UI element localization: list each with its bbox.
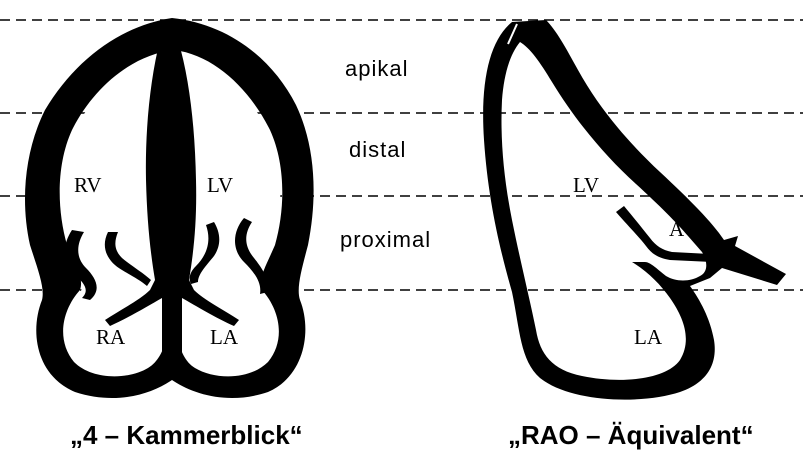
rao-heart: LV A LA (483, 20, 786, 400)
label-ra: RA (96, 325, 126, 349)
label-a: A (669, 217, 685, 241)
caption-rao-equivalent: „RAO – Äquivalent“ (508, 420, 754, 451)
label-lv-four-chamber: LV (207, 173, 233, 197)
label-lv-rao: LV (573, 173, 599, 197)
zone-label-distal: distal (349, 137, 406, 162)
label-la-four-chamber: LA (210, 325, 239, 349)
label-rv: RV (74, 173, 102, 197)
caption-four-chamber: „4 – Kammerblick“ (70, 420, 303, 451)
four-chamber-heart: RV LV RA LA (25, 18, 314, 398)
label-la-rao: LA (634, 325, 663, 349)
zone-label-apical: apikal (345, 56, 408, 81)
zone-label-proximal: proximal (340, 227, 431, 252)
